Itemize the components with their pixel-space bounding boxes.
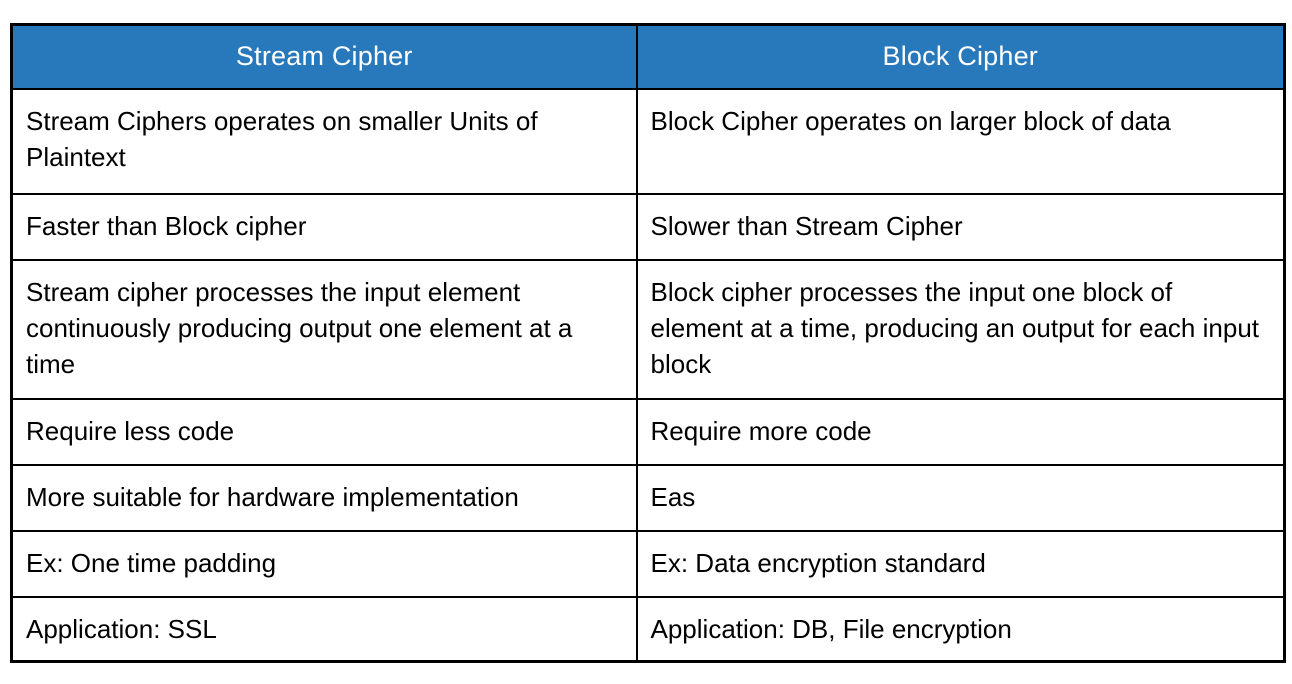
table-row: Application: SSL Application: DB, File e… [10, 595, 1286, 662]
cell-stream-speed: Faster than Block cipher [10, 192, 638, 261]
table-row: Require less code Require more code [10, 397, 1286, 466]
cell-block-processing: Block cipher processes the input one blo… [635, 258, 1286, 400]
cipher-comparison-table: Stream Cipher Block Cipher Stream Cipher… [10, 23, 1286, 663]
header-cell-stream-cipher: Stream Cipher [10, 23, 638, 90]
cell-stream-code: Require less code [10, 397, 638, 466]
table-header-row: Stream Cipher Block Cipher [10, 23, 1286, 90]
cell-stream-example: Ex: One time padding [10, 529, 638, 598]
table-row: Stream cipher processes the input elemen… [10, 258, 1286, 400]
cell-block-speed: Slower than Stream Cipher [635, 192, 1286, 261]
table-row: More suitable for hardware implementatio… [10, 463, 1286, 532]
table-row: Stream Ciphers operates on smaller Units… [10, 87, 1286, 195]
cell-block-hardware: Eas [635, 463, 1286, 532]
cell-stream-application: Application: SSL [10, 595, 638, 662]
cell-block-application: Application: DB, File encryption [635, 595, 1286, 662]
table-row: Ex: One time padding Ex: Data encryption… [10, 529, 1286, 598]
cell-stream-processing: Stream cipher processes the input elemen… [10, 258, 638, 400]
cell-block-code: Require more code [635, 397, 1286, 466]
cell-block-units: Block Cipher operates on larger block of… [635, 87, 1286, 195]
table-row: Faster than Block cipher Slower than Str… [10, 192, 1286, 261]
cell-block-example: Ex: Data encryption standard [635, 529, 1286, 598]
header-cell-block-cipher: Block Cipher [635, 23, 1286, 90]
cell-stream-units: Stream Ciphers operates on smaller Units… [10, 87, 638, 195]
cell-stream-hardware: More suitable for hardware implementatio… [10, 463, 638, 532]
